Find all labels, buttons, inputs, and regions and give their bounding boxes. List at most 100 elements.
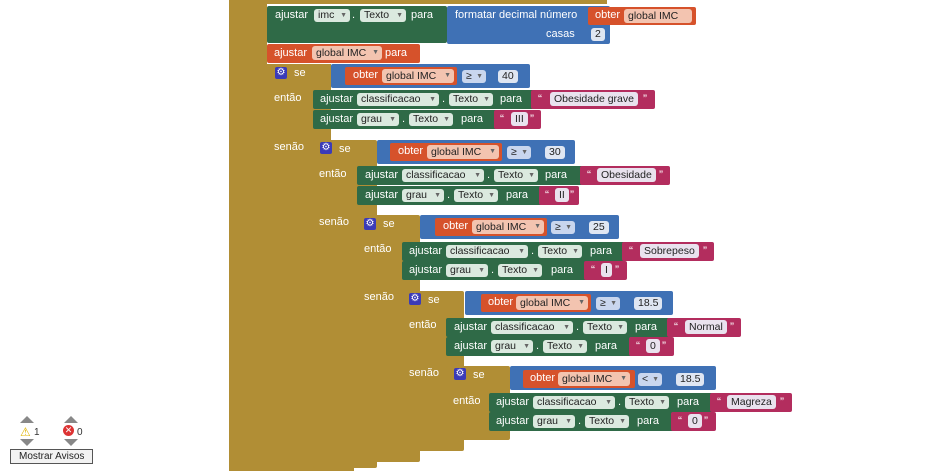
if-keyword: se [383, 218, 395, 230]
variable-dropdown[interactable]: global IMC▼ [558, 372, 630, 386]
component-dropdown[interactable]: grau▼ [491, 340, 533, 353]
text-value[interactable]: Normal [685, 320, 727, 334]
property-dropdown[interactable]: Texto▼ [583, 321, 627, 334]
component-dropdown[interactable]: classificacao▼ [491, 321, 573, 334]
quote-close: ” [780, 395, 784, 409]
component-dropdown-imc[interactable]: imc▼ [314, 9, 350, 22]
property-dropdown[interactable]: Texto▼ [409, 113, 453, 126]
component-dropdown[interactable]: classificacao▼ [357, 93, 439, 106]
set-keyword: ajustar [454, 321, 488, 333]
text-value[interactable]: Obesidade grave [550, 92, 638, 106]
number-18-5[interactable]: 18.5 [676, 373, 705, 386]
component-dropdown[interactable]: classificacao▼ [533, 396, 615, 409]
get-keyword: obter [530, 372, 556, 384]
property-dropdown[interactable]: Texto▼ [494, 169, 538, 182]
property-dropdown-texto[interactable]: Texto▼ [360, 9, 406, 22]
text-value[interactable]: Sobrepeso [640, 244, 699, 258]
quote-close: ” [659, 168, 663, 182]
text-value[interactable]: 0 [646, 339, 660, 353]
then-label: então [274, 92, 302, 104]
show-warnings-button[interactable]: Mostrar Avisos [10, 449, 94, 464]
mutator-gear-icon[interactable]: ⚙ [409, 293, 421, 305]
else-label: senão [319, 216, 349, 228]
text-value[interactable]: Magreza [727, 395, 776, 409]
para-label: para [590, 245, 613, 257]
number-40[interactable]: 40 [498, 70, 518, 83]
set-keyword: ajustar [365, 189, 399, 201]
number-30[interactable]: 30 [545, 146, 565, 159]
text-value[interactable]: Obesidade [597, 168, 656, 182]
component-dropdown[interactable]: grau▼ [533, 415, 575, 428]
property-dropdown[interactable]: Texto▼ [454, 189, 498, 202]
para-label: para [637, 415, 660, 427]
quote-open: “ [717, 395, 721, 409]
dot-separator: . [487, 169, 491, 181]
quote-open: “ [500, 112, 504, 126]
text-value[interactable]: II [555, 188, 569, 202]
quote-open: “ [538, 92, 542, 106]
error-prev-arrow-icon[interactable] [64, 416, 78, 423]
set-keyword: ajustar [275, 9, 309, 21]
component-dropdown[interactable]: grau▼ [402, 189, 444, 202]
format-decimal-block[interactable] [447, 6, 610, 44]
variable-dropdown[interactable]: global IMC [624, 9, 692, 23]
casas-value[interactable]: 2 [591, 28, 605, 41]
set-imc-text-block[interactable] [267, 6, 447, 43]
quote-close: ” [643, 92, 647, 106]
warning-next-arrow-icon[interactable] [20, 439, 34, 446]
error-count: 0 [77, 427, 83, 438]
dot-separator: . [576, 321, 580, 333]
quote-close: ” [703, 244, 707, 258]
get-keyword: obter [443, 220, 469, 232]
operator-dropdown[interactable]: <▼ [638, 373, 662, 386]
quote-close: ” [570, 188, 574, 202]
error-next-arrow-icon[interactable] [64, 439, 78, 446]
else-label: senão [364, 291, 394, 303]
text-value[interactable]: I [601, 263, 612, 277]
quote-open: “ [674, 320, 678, 334]
number-18-5[interactable]: 18.5 [634, 297, 663, 310]
component-dropdown[interactable]: grau▼ [357, 113, 399, 126]
operator-dropdown[interactable]: ≥▼ [507, 146, 531, 159]
variable-dropdown[interactable]: global IMC▼ [382, 69, 454, 83]
variable-dropdown[interactable]: global IMC▼ [312, 46, 382, 60]
component-dropdown[interactable]: classificacao▼ [402, 169, 484, 182]
text-value[interactable]: III [511, 112, 528, 126]
quote-open: “ [591, 263, 595, 277]
number-25[interactable]: 25 [589, 221, 609, 234]
error-icon: ✕ [63, 425, 74, 436]
para-label: para [595, 340, 618, 352]
mutator-gear-icon[interactable]: ⚙ [364, 218, 376, 230]
text-value[interactable]: 0 [688, 414, 702, 428]
variable-dropdown[interactable]: global IMC▼ [472, 220, 544, 234]
mutator-gear-icon[interactable]: ⚙ [275, 67, 287, 79]
property-dropdown[interactable]: Texto▼ [538, 245, 582, 258]
operator-dropdown[interactable]: ≥▼ [551, 221, 575, 234]
event-block-top [267, 0, 607, 4]
variable-dropdown[interactable]: global IMC▼ [427, 145, 499, 159]
property-dropdown[interactable]: Texto▼ [449, 93, 493, 106]
dot-separator: . [442, 93, 446, 105]
mutator-gear-icon[interactable]: ⚙ [320, 142, 332, 154]
mutator-gear-icon[interactable]: ⚙ [454, 368, 466, 380]
if-block-1-bottom [267, 462, 354, 471]
property-dropdown[interactable]: Texto▼ [498, 264, 542, 277]
variable-dropdown[interactable]: global IMC▼ [516, 296, 588, 310]
property-dropdown[interactable]: Texto▼ [625, 396, 669, 409]
dot-separator: . [618, 396, 622, 408]
operator-dropdown[interactable]: ≥▼ [596, 297, 620, 310]
para-label: para [385, 47, 408, 59]
property-dropdown[interactable]: Texto▼ [585, 415, 629, 428]
dot-separator: . [447, 189, 451, 201]
property-dropdown[interactable]: Texto▼ [543, 340, 587, 353]
set-keyword: ajustar [496, 415, 530, 427]
para-label: para [461, 113, 484, 125]
component-dropdown[interactable]: classificacao▼ [446, 245, 528, 258]
get-keyword: obter [488, 296, 514, 308]
quote-close: ” [704, 414, 708, 428]
operator-dropdown[interactable]: ≥▼ [462, 70, 486, 83]
component-dropdown[interactable]: grau▼ [446, 264, 488, 277]
warning-prev-arrow-icon[interactable] [20, 416, 34, 423]
set-keyword: ajustar [320, 93, 354, 105]
dot-separator: . [531, 245, 535, 257]
